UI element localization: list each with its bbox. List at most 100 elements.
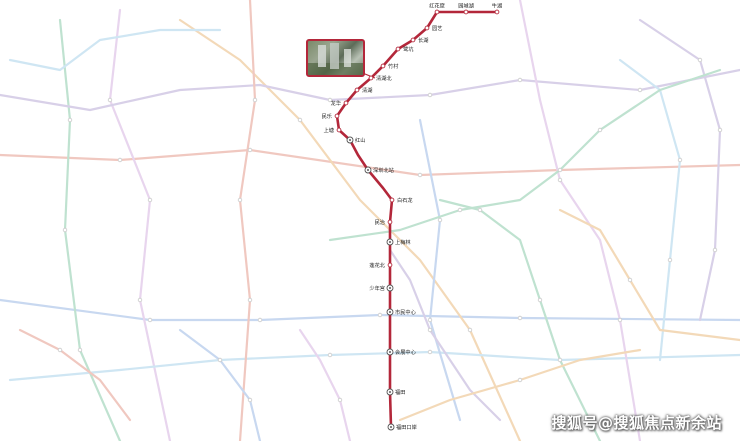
station-dot-icon (494, 9, 500, 15)
background-station-dot (597, 127, 603, 133)
station-s1[interactable]: 红花窟 (429, 2, 445, 15)
station-s4[interactable]: 园艺 (424, 25, 442, 32)
background-line-18 (388, 248, 502, 422)
station-s5[interactable]: 长湖 (410, 36, 428, 44)
background-station-dot (637, 87, 643, 93)
transfer-station-dot (366, 168, 370, 172)
background-station-dot (717, 127, 723, 133)
station-s14[interactable]: 深圳北站 (364, 166, 394, 174)
station-dot-icon (380, 63, 386, 69)
station-label: 福田口岸 (396, 423, 417, 431)
background-station-dot (247, 147, 253, 153)
station-label: 上塘 (324, 126, 334, 134)
station-s2[interactable]: 园城湖 (458, 2, 474, 15)
station-dot-icon (395, 46, 401, 52)
station-s3[interactable]: 牛湖 (492, 2, 502, 15)
background-station-dot (467, 327, 473, 333)
background-station-dot (712, 247, 718, 253)
station-s17[interactable]: 上梅林 (386, 238, 411, 246)
station-s15[interactable]: 白石龙 (389, 196, 413, 204)
highlight-stations: 红花窟 园城湖 牛湖园艺长湖鹭坑竹村清湖北清湖龙华民乐上塘红山深圳北站白石龙民治上梅… (322, 2, 503, 432)
station-s13[interactable]: 红山 (346, 136, 365, 144)
station-label: 园城湖 (458, 2, 474, 10)
background-station-dot (137, 297, 143, 303)
station-s23[interactable]: 福田口岸 (387, 423, 417, 431)
station-dot-icon (387, 262, 393, 268)
background-station-dot (247, 397, 253, 403)
transfer-station-dot (388, 286, 392, 290)
background-station-dot (557, 357, 563, 363)
station-s20[interactable]: 市民中心 (386, 308, 416, 316)
station-dot-icon (354, 87, 360, 93)
station-s16[interactable]: 民治 (375, 218, 393, 226)
highlight-line-path (335, 10, 499, 429)
station-label: 清湖 (362, 86, 372, 94)
background-station-dot (517, 77, 523, 83)
background-station-dot (517, 315, 523, 321)
background-station-dot (617, 317, 623, 323)
station-label: 民治 (375, 218, 385, 226)
station-s22[interactable]: 福田 (386, 388, 405, 396)
background-line-4 (178, 18, 522, 441)
location-photo[interactable] (306, 39, 365, 77)
station-dot-icon (424, 25, 430, 31)
watermark: 搜狐号@搜狐焦点新余站 (551, 414, 722, 432)
station-s18[interactable]: 莲花北 (369, 261, 393, 269)
station-s11[interactable]: 民乐 (322, 113, 340, 120)
station-label: 深圳北站 (373, 166, 394, 174)
background-station-dot (252, 97, 258, 103)
background-station-dot (337, 397, 343, 403)
background-station-dot (427, 327, 433, 333)
background-station-dot (627, 277, 633, 283)
background-station-dot (107, 97, 113, 103)
station-label: 红花窟 (429, 2, 445, 10)
station-dot-icon (336, 127, 342, 133)
transfer-station-dot (348, 138, 352, 142)
background-station-dot (257, 317, 263, 323)
station-label: 长湖 (418, 36, 428, 44)
background-station-dot (427, 92, 433, 98)
transfer-station-dot (388, 390, 392, 394)
background-line-0 (0, 148, 740, 177)
background-station-dot (147, 197, 153, 203)
station-s8[interactable]: 清湖北 (368, 74, 392, 82)
station-label: 清湖北 (376, 74, 392, 82)
background-station-dot (62, 227, 68, 233)
background-line-17 (298, 328, 352, 441)
background-station-dot (237, 197, 243, 203)
station-s12[interactable]: 上塘 (324, 126, 342, 134)
station-label: 会展中心 (395, 348, 416, 356)
station-label: 龙华 (331, 99, 341, 107)
background-station-dot (427, 349, 433, 355)
background-line-15 (18, 328, 132, 422)
station-label: 白石龙 (397, 196, 413, 204)
background-station-dot (377, 312, 383, 318)
station-dot-icon (343, 100, 349, 106)
station-label: 上梅林 (395, 238, 411, 246)
background-station-dot (697, 57, 703, 63)
station-label: 鹭坑 (403, 45, 413, 53)
station-s19[interactable]: 少年宫 (369, 284, 394, 292)
background-station-dot (77, 347, 83, 353)
background-line-19 (8, 28, 222, 72)
station-dot-icon (334, 113, 340, 119)
station-s7[interactable]: 竹村 (380, 62, 398, 70)
station-dot-icon (434, 9, 440, 15)
transfer-station-dot (388, 240, 392, 244)
station-label: 园艺 (432, 25, 442, 32)
station-s6[interactable]: 鹭坑 (395, 45, 413, 53)
station-s9[interactable]: 清湖 (354, 86, 372, 94)
background-line-10 (518, 0, 642, 441)
transfer-station-dot (388, 310, 392, 314)
station-s10[interactable]: 龙华 (331, 99, 349, 107)
background-station-dot (477, 207, 483, 213)
background-line-20 (398, 348, 642, 422)
station-label: 市民中心 (395, 308, 416, 316)
station-label: 福田 (395, 388, 405, 396)
station-s21[interactable]: 会展中心 (386, 348, 416, 356)
transfer-station-dot (389, 425, 393, 429)
station-dot-icon (410, 37, 416, 43)
background-station-dot (117, 157, 123, 163)
